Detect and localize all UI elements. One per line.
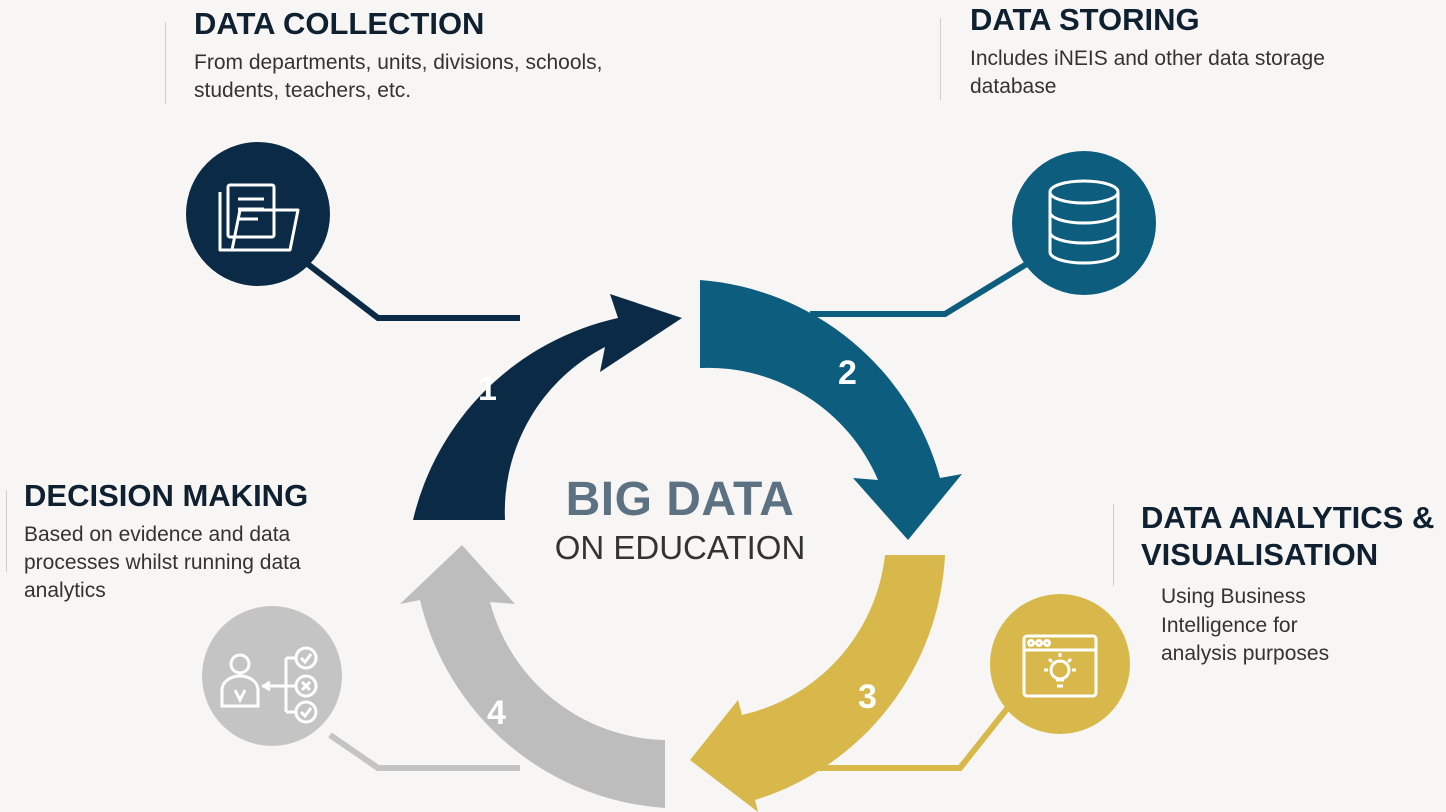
step-number-4: 4 [487, 694, 506, 732]
dashboard-lightbulb-icon [990, 594, 1130, 734]
step-2-description: Includes iNEIS and other data storage da… [970, 46, 1325, 98]
step-1-title: DATA COLLECTION [194, 6, 485, 41]
center-title: BIG DATA [565, 473, 795, 526]
step-4-title: DECISION MAKING [24, 478, 309, 513]
divider-4 [6, 490, 7, 572]
step-number-2: 2 [838, 354, 857, 392]
step-number-1: 1 [478, 370, 497, 408]
arrow-1 [413, 294, 682, 520]
divider-1 [165, 22, 166, 104]
step-2-title: DATA STORING [970, 2, 1200, 37]
center-label: BIG DATA ON EDUCATION [500, 472, 860, 567]
database-icon [1012, 151, 1156, 295]
person-decision-icon [202, 606, 342, 746]
connector-line-4 [328, 732, 520, 771]
divider-2 [940, 18, 941, 100]
step-2-text: DATA STORING Includes iNEIS and other da… [970, 2, 1390, 101]
folder-documents-icon [186, 142, 330, 286]
step-3-description: Using Business Intelligence for analysis… [1161, 585, 1330, 665]
step-1-description: From departments, units, divisions, scho… [194, 50, 603, 102]
arrow-4 [400, 545, 665, 808]
step-1-text: DATA COLLECTION From departments, units,… [194, 6, 654, 105]
step-4-text: DECISION MAKING Based on evidence and da… [24, 478, 404, 606]
connector-line-1 [303, 259, 520, 321]
step-3-title: DATA ANALYTICS & VISUALISATION [1141, 500, 1435, 572]
connector-line-2 [810, 259, 1032, 317]
arrow-2 [700, 280, 962, 540]
step-number-3: 3 [858, 678, 877, 716]
connector-line-3 [810, 703, 1013, 771]
center-subtitle: ON EDUCATION [554, 529, 806, 566]
step-3-text: DATA ANALYTICS & VISUALISATION Using Bus… [1141, 500, 1441, 668]
step-4-description: Based on evidence and data processes whi… [24, 522, 301, 603]
divider-3 [1113, 504, 1114, 586]
arrow-3 [690, 555, 945, 812]
